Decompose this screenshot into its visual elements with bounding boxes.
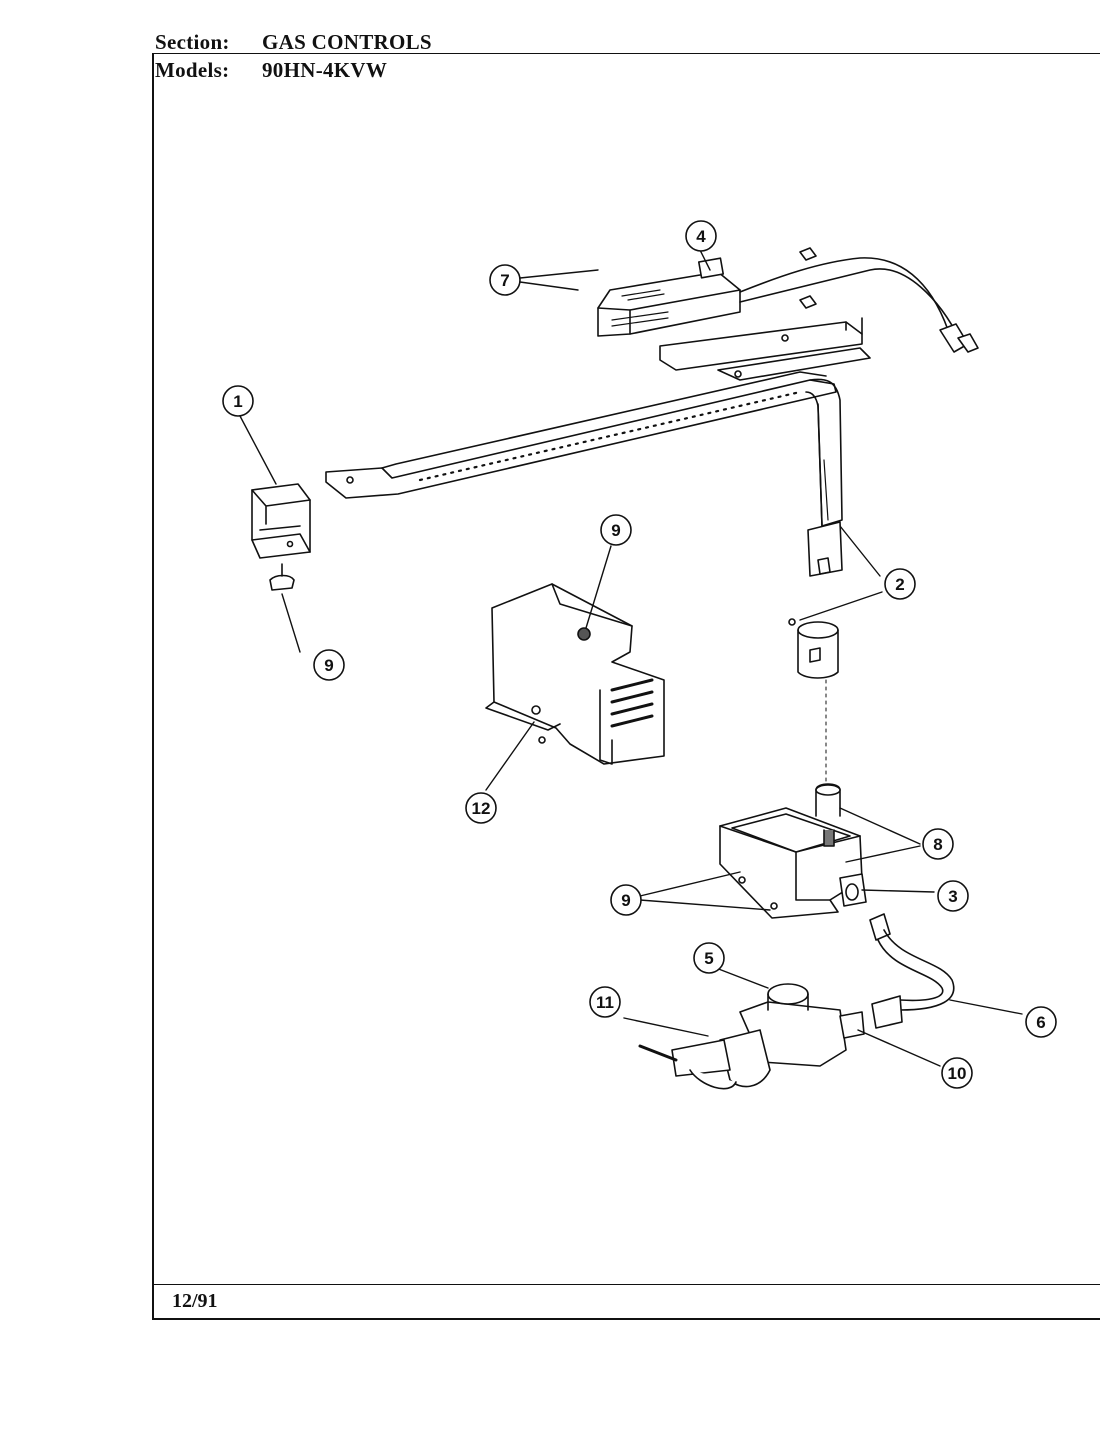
svg-text:5: 5	[704, 949, 713, 968]
callout-9-bracket: 9	[313, 649, 345, 681]
model-number: 90HN-4KVW	[262, 58, 388, 82]
svg-text:9: 9	[324, 656, 333, 675]
svg-text:1: 1	[233, 392, 242, 411]
svg-text:4: 4	[696, 227, 706, 246]
leader-lines	[239, 249, 1023, 1067]
gas-supply-tube	[869, 913, 955, 1029]
models-label: Models:	[155, 58, 230, 82]
header-rule	[152, 53, 1100, 54]
callout-5: 5	[693, 942, 725, 974]
callout-3: 3	[937, 880, 969, 912]
igniter-bracket	[659, 317, 871, 381]
svg-text:6: 6	[1036, 1013, 1045, 1032]
section-label: Section:	[155, 30, 230, 54]
pressure-regulator	[638, 983, 865, 1090]
svg-text:2: 2	[895, 575, 904, 594]
callout-1: 1	[222, 385, 254, 417]
svg-text:3: 3	[948, 887, 957, 906]
footer-rule	[152, 1284, 1100, 1285]
valve-cover	[485, 583, 665, 765]
callout-9-valve: 9	[610, 884, 642, 916]
callout-2: 2	[884, 568, 916, 600]
air-shutter	[788, 618, 839, 801]
igniter-assembly	[597, 247, 979, 353]
callout-6: 6	[1025, 1006, 1057, 1038]
callout-8: 8	[922, 828, 954, 860]
callout-12: 12	[465, 792, 497, 824]
callout-9-cover: 9	[600, 514, 632, 546]
svg-text:9: 9	[611, 521, 620, 540]
svg-text:8: 8	[933, 835, 942, 854]
callout-11: 11	[589, 986, 621, 1018]
mounting-bracket	[251, 483, 311, 591]
callout-10: 10	[941, 1057, 973, 1089]
svg-text:10: 10	[948, 1064, 967, 1083]
svg-text:9: 9	[621, 891, 630, 910]
burner-tube	[325, 371, 843, 577]
svg-text:12: 12	[472, 799, 491, 818]
safety-valve	[719, 783, 867, 919]
page-frame	[152, 54, 1100, 1320]
section-title: GAS CONTROLS	[262, 30, 432, 54]
svg-text:11: 11	[596, 993, 614, 1012]
callout-4: 4	[685, 220, 717, 252]
footer-date: 12/91	[172, 1290, 218, 1312]
svg-text:7: 7	[500, 271, 509, 290]
callout-7: 7	[489, 264, 521, 296]
